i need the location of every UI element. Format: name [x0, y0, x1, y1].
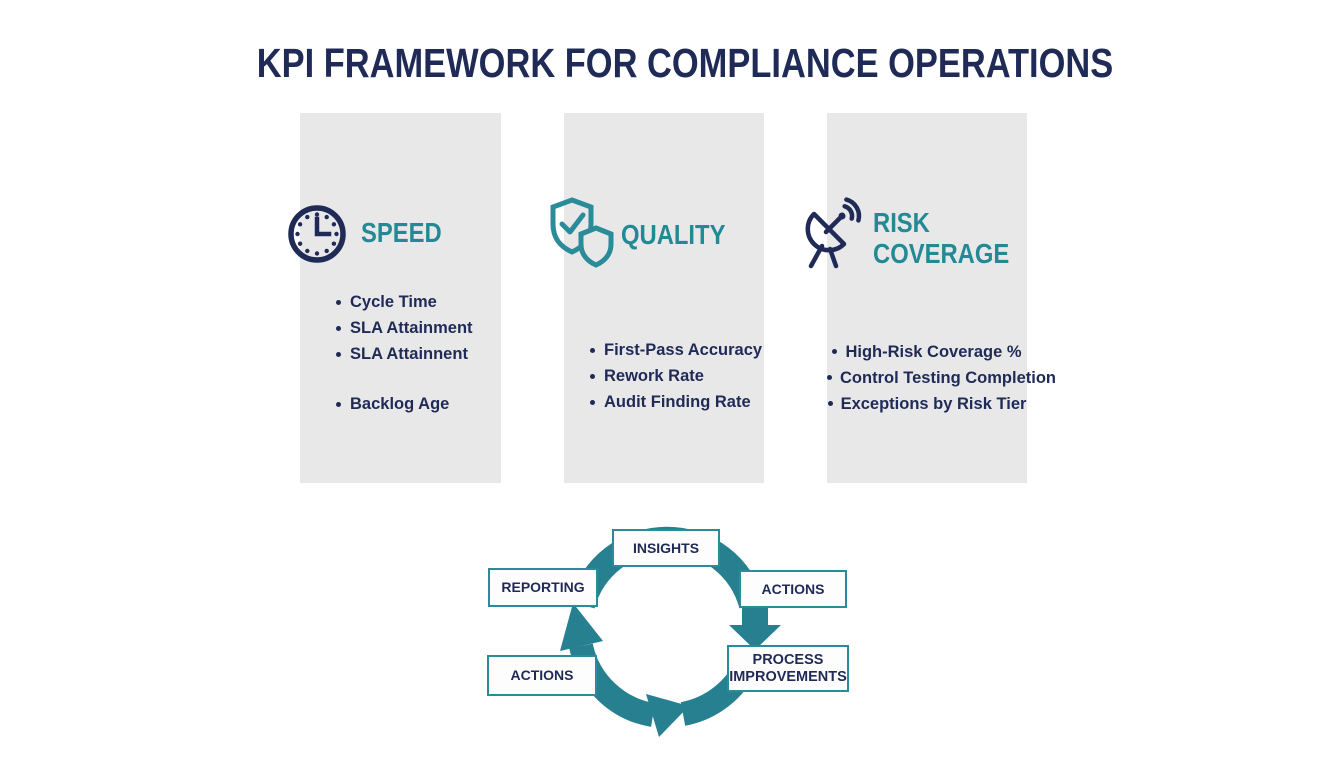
kpi-item: Backlog Age [336, 391, 501, 417]
kpi-item: SLA Attainment [336, 315, 501, 341]
column-speed: Cycle Time SLA Attainment SLA Attainnent… [300, 113, 501, 483]
column-title-quality: QUALITY [621, 219, 726, 250]
cycle-node-actions: ACTIONS [487, 655, 597, 696]
clock-icon [288, 205, 346, 263]
kpi-item: Rework Rate [590, 363, 764, 389]
kpi-item: SLA Attainnent [336, 341, 501, 367]
kpi-item: Audit Finding Rate [590, 389, 764, 415]
column-title-speed: SPEED [361, 217, 442, 248]
column-risk-coverage: High-Risk Coverage % Control Testing Com… [827, 113, 1056, 483]
shield-check-icon [550, 197, 614, 268]
column-quality: First-Pass Accuracy Rework Rate Audit Fi… [564, 113, 764, 483]
quality-kpi-list: First-Pass Accuracy Rework Rate Audit Fi… [564, 337, 764, 415]
kpi-item: High-Risk Coverage % [827, 339, 1027, 365]
cycle-node-insights: INSIGHTS [612, 529, 720, 567]
cycle-node-process-improvements: PROCESS IMPROVEMENTS [727, 645, 849, 692]
arrowhead-up [560, 603, 603, 651]
kpi-item: Exceptions by Risk Tier [827, 391, 1027, 417]
satellite-dish-icon [805, 197, 862, 269]
speed-kpi-list: Cycle Time SLA Attainment SLA Attainnent… [300, 289, 501, 417]
kpi-item: First-Pass Accuracy [590, 337, 764, 363]
risk-kpi-list: High-Risk Coverage % Control Testing Com… [827, 339, 1056, 417]
kpi-item: Control Testing Completion [827, 365, 1056, 391]
kpi-item: Cycle Time [336, 289, 501, 315]
cycle-node-actions: ACTIONS [739, 570, 847, 608]
arrowhead-right [646, 694, 689, 737]
column-title-risk-coverage: RISK COVERAGE [873, 207, 1010, 269]
page-title: KPI FRAMEWORK FOR COMPLIANCE OPERATIONS [256, 40, 1114, 86]
cycle-node-reporting: REPORTING [488, 568, 598, 607]
